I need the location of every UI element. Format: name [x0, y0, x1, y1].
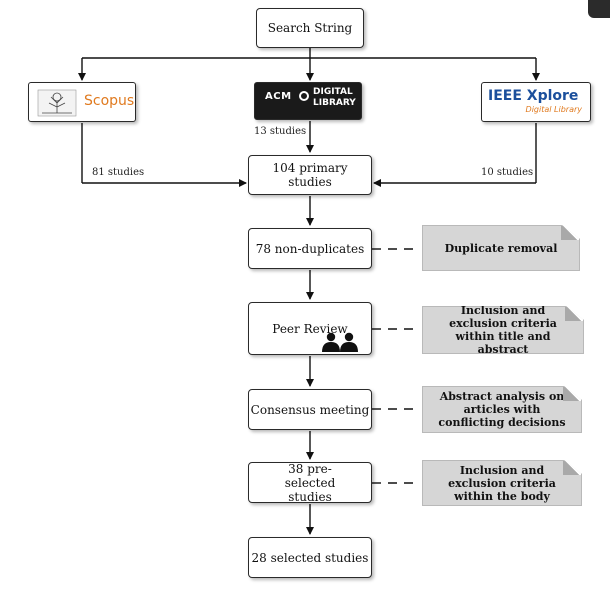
search-string-box: Search String [256, 8, 364, 48]
scopus-label: Scopus [84, 93, 135, 109]
ieee-sublabel: Digital Library [525, 105, 582, 114]
elsevier-tree-icon [37, 89, 77, 117]
non-duplicates-box: 78 non-duplicates [248, 228, 372, 269]
window-corner [588, 0, 610, 18]
consensus-meeting-label: Consensus meeting [250, 402, 370, 417]
acm-logo-box: ACM DIGITAL LIBRARY [254, 82, 362, 120]
consensus-meeting-box: Consensus meeting [248, 389, 372, 430]
acm-label: ACM [265, 91, 292, 102]
primary-studies-label: 104 primary studies [272, 161, 348, 189]
preselected-studies-box: 38 pre-selected studies [248, 461, 372, 504]
ieee-count: 10 studies [481, 167, 534, 178]
ieee-label: IEEE Xplore [488, 88, 579, 104]
search-string-label: Search String [267, 21, 353, 35]
acm-library-label: LIBRARY [313, 98, 356, 108]
acm-dl-icon [298, 91, 309, 101]
title-abstract-criteria-note: Inclusion and exclusion criteria within … [422, 306, 584, 354]
abstract-analysis-note: Abstract analysis on articles with confl… [422, 386, 582, 433]
duplicate-removal-text: Duplicate removal [444, 241, 558, 255]
scopus-count: 81 studies [92, 167, 145, 178]
selected-studies-box: 28 selected studies [248, 537, 372, 578]
selected-studies-label: 28 selected studies [251, 550, 369, 565]
duplicate-removal-note: Duplicate removal [422, 225, 580, 271]
acm-digital-label: DIGITAL [313, 87, 353, 97]
body-criteria-text: Inclusion and exclusion criteria within … [448, 463, 556, 503]
peer-review-label: Peer Review [272, 322, 348, 336]
preselected-studies-label: 38 pre-selected studies [284, 461, 336, 504]
body-criteria-note: Inclusion and exclusion criteria within … [422, 460, 582, 506]
people-icon [322, 332, 358, 352]
abstract-analysis-text: Abstract analysis on articles with confl… [438, 390, 566, 429]
primary-studies-box: 104 primary studies [248, 155, 372, 195]
non-duplicates-label: 78 non-duplicates [255, 241, 365, 256]
scopus-logo-box: Scopus [28, 82, 136, 122]
title-abstract-criteria-text: Inclusion and exclusion criteria within … [449, 304, 557, 356]
ieee-logo-box: IEEE Xplore Digital Library [481, 82, 591, 122]
peer-review-box: Peer Review [248, 302, 372, 355]
acm-count: 13 studies [254, 126, 307, 137]
